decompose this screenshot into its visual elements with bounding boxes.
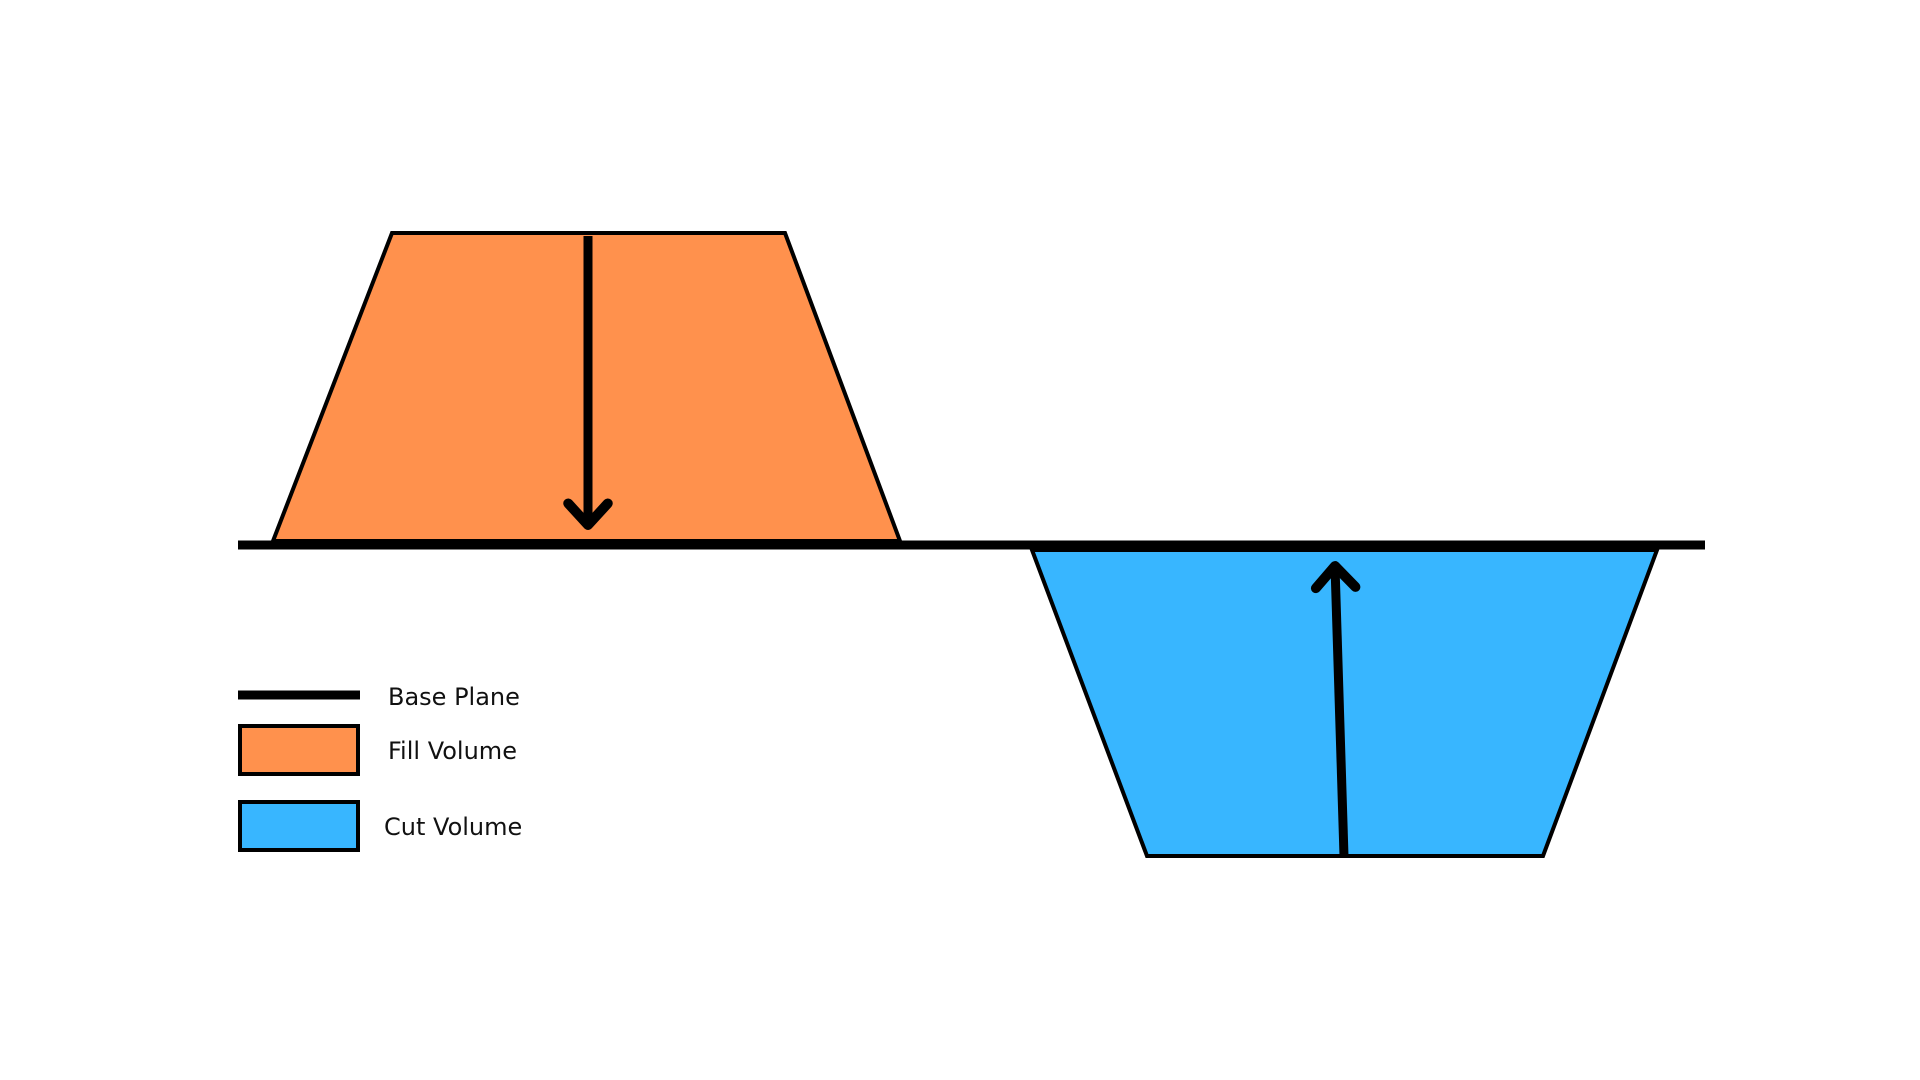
legend: Base Plane Fill Volume Cut Volume <box>238 683 522 852</box>
cut-up-arrow <box>1310 561 1361 857</box>
legend-cut-volume-label: Cut Volume <box>384 813 522 841</box>
legend-base-plane-label: Base Plane <box>388 683 520 711</box>
legend-cut-volume-swatch <box>238 800 360 852</box>
legend-fill-volume-swatch <box>238 724 360 776</box>
legend-item-cut-volume: Cut Volume <box>238 800 522 852</box>
cut-volume-shape <box>1029 548 1660 858</box>
legend-fill-volume-label: Fill Volume <box>388 737 517 765</box>
legend-item-fill-volume: Fill Volume <box>238 724 517 776</box>
legend-item-base-plane: Base Plane <box>238 683 520 711</box>
